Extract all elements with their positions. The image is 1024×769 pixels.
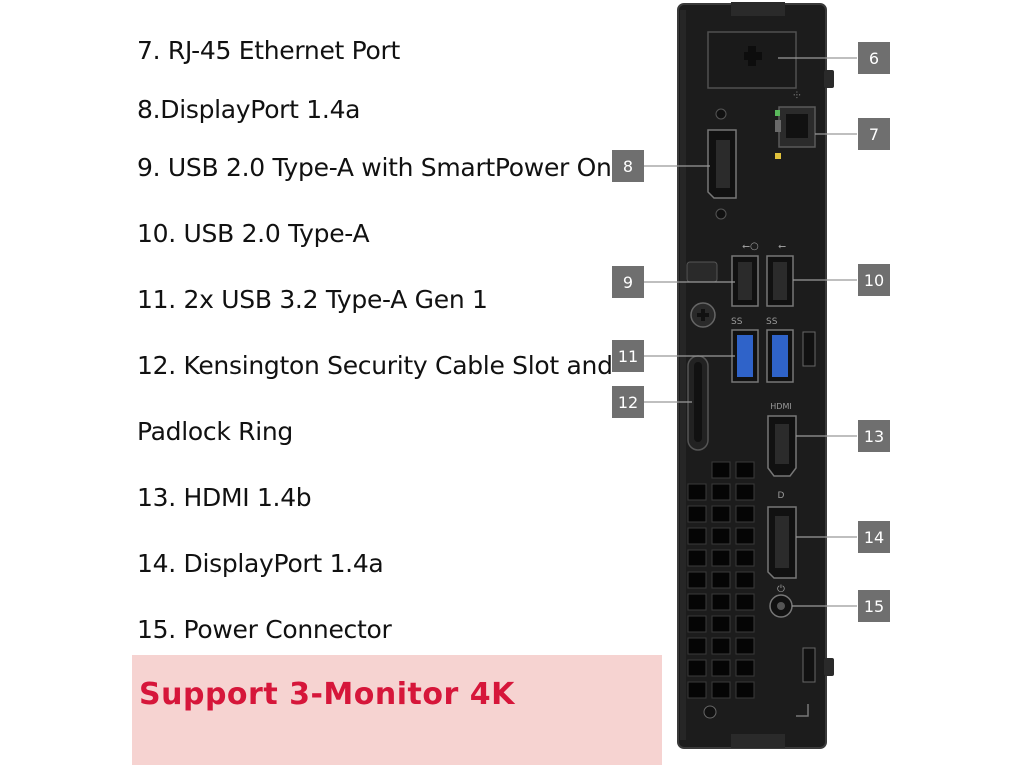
vent-cell	[711, 549, 731, 567]
dp-icon: D	[778, 491, 785, 501]
padlock-ring-inner	[694, 362, 702, 442]
bottom-screw	[703, 705, 717, 719]
corner-mark	[796, 704, 809, 717]
legend-item-12: 12. Kensington Security Cable Slot and	[137, 351, 613, 380]
vent-cell	[735, 615, 755, 633]
dp-screw-bottom	[715, 208, 727, 220]
vent-cell	[687, 681, 707, 699]
side-tab-top	[824, 70, 834, 88]
usb3-port-right-tongue	[772, 335, 788, 377]
side-tab-bottom	[824, 658, 834, 676]
callout-13: 13	[858, 420, 890, 452]
legend-item-13: 13. HDMI 1.4b	[137, 483, 312, 512]
vent-cell	[687, 483, 707, 501]
vent-cell	[735, 593, 755, 611]
vent-cell	[735, 637, 755, 655]
legend-item-11: 11. 2x USB 3.2 Type-A Gen 1	[137, 285, 488, 314]
side-vent-slot-bottom	[802, 647, 816, 683]
knockout-slot-v	[748, 46, 756, 66]
vent-cell	[687, 549, 707, 567]
displayport-14-contacts	[775, 516, 789, 568]
vent-cell	[711, 461, 731, 479]
side-vent-slot	[802, 331, 816, 367]
usb3-label-left: SS	[731, 317, 743, 327]
usb-icon: ⭠	[778, 241, 786, 252]
power-connector-pin	[777, 602, 785, 610]
dp-screw-top	[715, 108, 727, 120]
top-latch	[731, 2, 785, 16]
displayport-8-contacts	[716, 140, 730, 188]
vent-cell	[735, 659, 755, 677]
vent-cell	[711, 505, 731, 523]
callout-10: 10	[858, 264, 890, 296]
promo-banner: Support 3-Monitor 4K	[132, 655, 662, 765]
vent-cell	[711, 681, 731, 699]
left-rail	[680, 10, 686, 740]
usb3-port-left-tongue	[737, 335, 753, 377]
vent-cell	[711, 571, 731, 589]
rj45-opening	[786, 114, 808, 138]
vent-cell	[735, 549, 755, 567]
legend-item-10: 10. USB 2.0 Type-A	[137, 219, 370, 248]
vent-cell	[687, 527, 707, 545]
legend-item-9: 9. USB 2.0 Type-A with SmartPower On	[137, 153, 612, 182]
vent-cell	[735, 461, 755, 479]
legend-item-7: 7. RJ-45 Ethernet Port	[137, 36, 401, 65]
vent-grille	[687, 461, 755, 699]
legend-item-15: 15. Power Connector	[137, 615, 392, 644]
rj45-led-activity	[775, 153, 781, 159]
vent-cell	[735, 527, 755, 545]
rj45-clip	[775, 120, 781, 132]
vent-cell	[735, 505, 755, 523]
padlock-ring-top	[686, 261, 718, 283]
callout-7: 7	[858, 118, 890, 150]
hdmi-label: HDMI	[770, 402, 791, 411]
vent-cell	[735, 571, 755, 589]
vent-cell	[735, 483, 755, 501]
callout-lines	[644, 57, 857, 607]
callout-8: 8	[612, 150, 644, 182]
callout-9: 9	[612, 266, 644, 298]
vent-cell	[711, 659, 731, 677]
vent-cell	[711, 637, 731, 655]
bottom-latch	[731, 734, 785, 748]
vent-cell	[711, 483, 731, 501]
vent-cell	[687, 659, 707, 677]
vent-cell	[735, 681, 755, 699]
usb-smartpower-icon: ⭠○	[742, 241, 759, 252]
legend-item-8: 8.DisplayPort 1.4a	[137, 95, 361, 124]
hdmi-port-13-contacts	[775, 424, 789, 464]
usb2-port-9-tongue	[738, 262, 752, 300]
vent-cell	[687, 637, 707, 655]
usb2-port-10-tongue	[773, 262, 787, 300]
legend-item-12-cont: Padlock Ring	[137, 417, 293, 446]
callout-15: 15	[858, 590, 890, 622]
callout-14: 14	[858, 521, 890, 553]
rj45-led-link	[775, 110, 780, 116]
vent-cell	[711, 593, 731, 611]
callout-6: 6	[858, 42, 890, 74]
vent-cell	[687, 593, 707, 611]
vent-cell	[711, 527, 731, 545]
vent-cell	[687, 615, 707, 633]
promo-text: Support 3-Monitor 4K	[139, 677, 515, 712]
legend-item-14: 14. DisplayPort 1.4a	[137, 549, 384, 578]
callout-12: 12	[612, 386, 644, 418]
port-legend: 7. RJ-45 Ethernet Port 8.DisplayPort 1.4…	[137, 36, 613, 644]
usb3-label-right: SS	[766, 317, 778, 327]
callout-11: 11	[612, 340, 644, 372]
power-plug-icon: ⏻	[777, 584, 785, 595]
vent-cell	[711, 615, 731, 633]
vent-cell	[687, 505, 707, 523]
rj45-network-icon: ⸭	[793, 91, 800, 101]
vent-cell	[687, 571, 707, 589]
kensington-screw-slot-v	[701, 309, 705, 321]
